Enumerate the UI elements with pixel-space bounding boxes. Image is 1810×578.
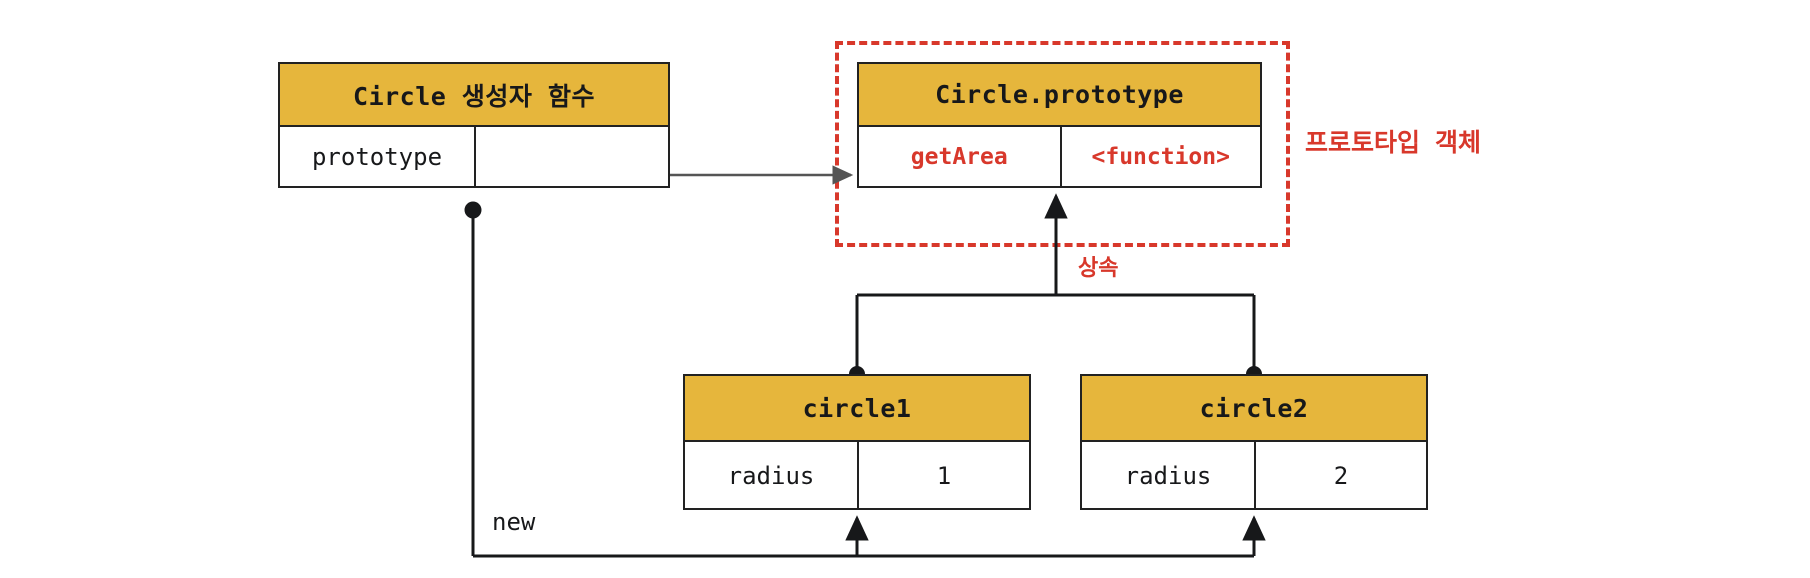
prototype-box-circle-prototype: Circle.prototype getArea <function>	[857, 62, 1262, 188]
edge-label-new: new	[492, 508, 536, 536]
instance-box-circle1-title: circle1	[685, 376, 1029, 442]
instance-circle2-radius-value: 2	[1254, 442, 1426, 510]
prototype-getarea-value: <function>	[1059, 127, 1261, 188]
constructor-prototype-value	[474, 127, 668, 188]
instance-circle1-radius-value: 1	[857, 442, 1029, 510]
constructor-box-title: Circle 생성자 함수	[280, 64, 668, 127]
instance-circle2-radius-key: radius	[1124, 461, 1212, 490]
prototype-box-row-getarea: getArea <function>	[859, 127, 1260, 188]
prototype-region-dashed-border	[835, 41, 1290, 247]
instance-box-circle2-title: circle2	[1082, 376, 1426, 442]
constructor-box-circle: Circle 생성자 함수 prototype	[278, 62, 670, 188]
constructor-box-row-prototype: prototype	[280, 127, 668, 188]
edge-label-inheritance: 상속	[1078, 256, 1119, 281]
instance-box-circle2-row-radius: radius 2	[1082, 442, 1426, 510]
instance-circle1-radius-key: radius	[727, 461, 815, 490]
instance-box-circle2: circle2 radius 2	[1080, 374, 1428, 510]
instance-box-circle1: circle1 radius 1	[683, 374, 1031, 510]
prototype-region-label: 프로토타입 객체	[1305, 128, 1482, 157]
constructor-prototype-key: prototype	[311, 143, 443, 172]
prototype-box-title: Circle.prototype	[859, 64, 1260, 127]
prototype-getarea-key: getArea	[910, 144, 1008, 171]
instance-box-circle1-row-radius: radius 1	[685, 442, 1029, 510]
